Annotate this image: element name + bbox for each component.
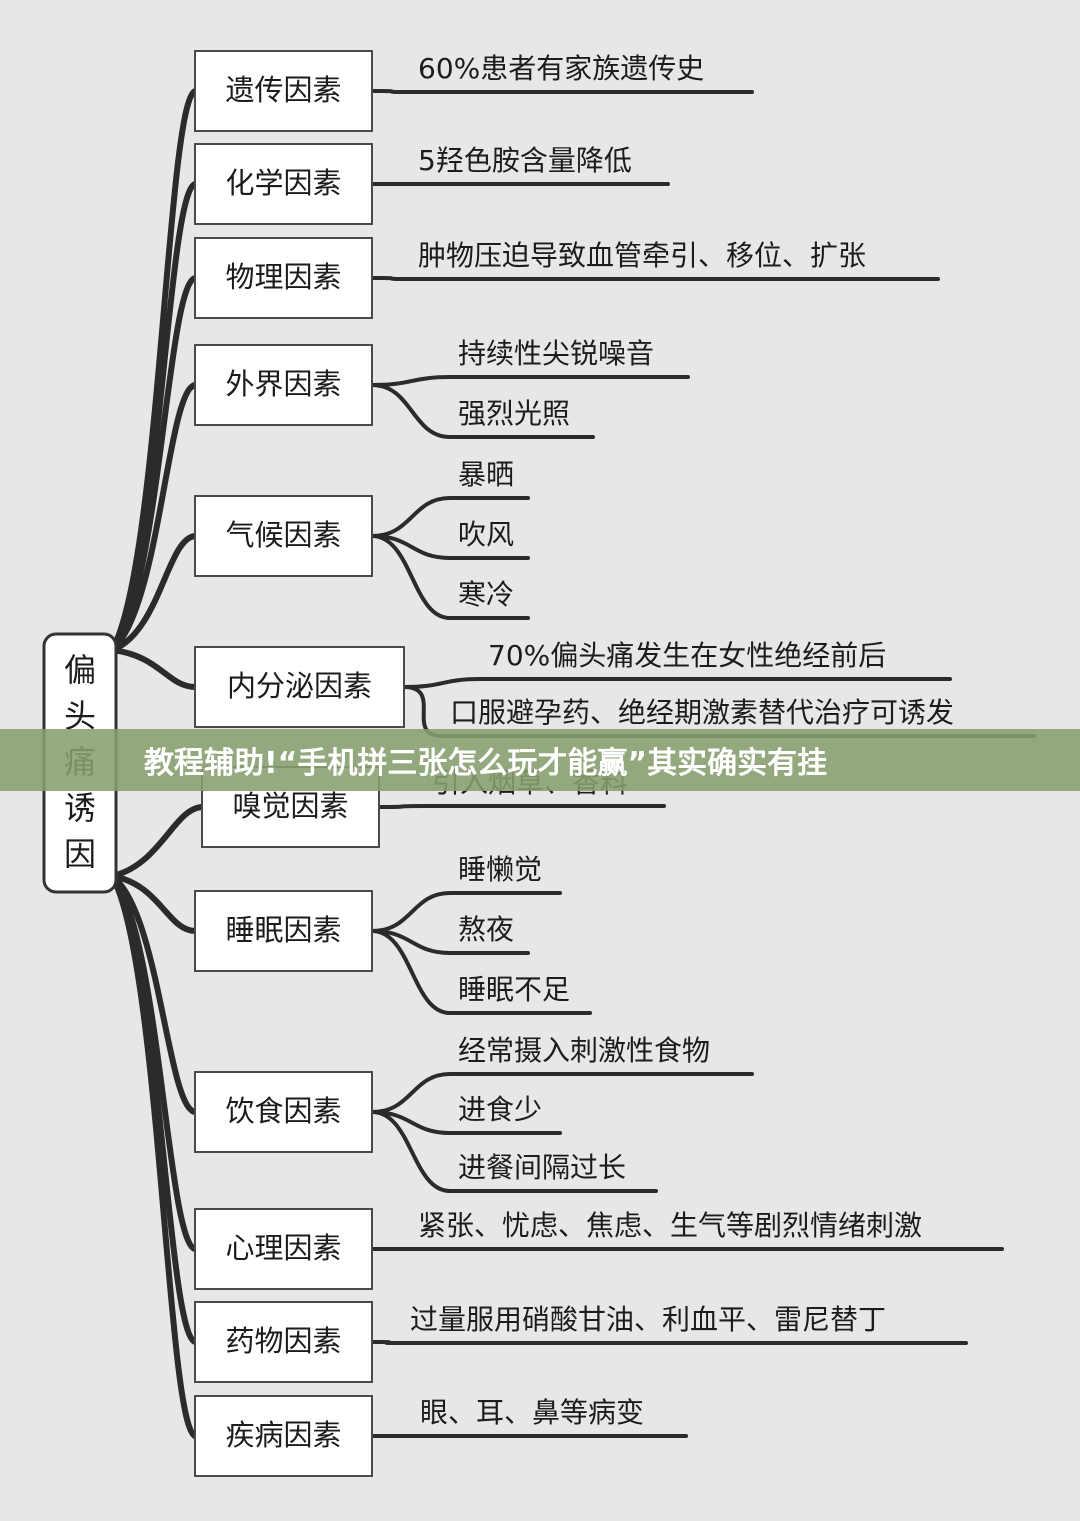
root-connector: [109, 873, 198, 934]
category-box: [194, 1395, 373, 1477]
detail-branch: [370, 276, 412, 281]
root-connector: [109, 88, 198, 653]
category-box: [194, 344, 373, 426]
detail-branch: [377, 804, 426, 809]
root-label-char: 因: [64, 835, 96, 873]
category-box: [194, 646, 405, 728]
root-connector: [109, 382, 198, 653]
category-box: [194, 890, 373, 972]
root-connector: [109, 873, 198, 1115]
detail-label: 5羟色胺含量降低: [418, 144, 632, 177]
detail-label: 经常摄入刺激性食物: [458, 1034, 710, 1067]
detail-label: 眼、耳、鼻等病变: [420, 1396, 644, 1429]
category-box: [194, 50, 373, 132]
detail-label: 熬夜: [458, 913, 514, 946]
detail-labels: 60%患者有家族遗传史 5羟色胺含量降低肿物压迫导致血管牵引、移位、扩张持续性尖锐…: [410, 52, 954, 1429]
detail-branch: [370, 929, 452, 1015]
category-label: 心理因素: [225, 1231, 341, 1265]
root-label-char: 偏: [64, 651, 96, 689]
detail-branch: [370, 383, 452, 439]
category-label: 化学因素: [225, 166, 341, 200]
category-label: 气候因素: [225, 518, 341, 552]
category-box: [194, 1208, 373, 1290]
category-box: [194, 495, 373, 577]
detail-branch: [370, 89, 412, 94]
category-label: 药物因素: [225, 1324, 341, 1358]
detail-label: 过量服用硝酸甘油、利血平、雷尼替丁: [410, 1303, 886, 1336]
category-label: 睡眠因素: [225, 913, 341, 947]
detail-branch: [370, 891, 452, 933]
root-connector: [109, 647, 198, 690]
detail-label: 睡懒觉: [458, 853, 542, 886]
detail-label: 60%患者有家族遗传史: [418, 52, 704, 85]
detail-branch: [370, 534, 452, 620]
banner-text: 教程辅助!“手机拼三张怎么玩才能赢”其实确实有挂: [144, 746, 828, 781]
category-label: 内分泌因素: [227, 669, 372, 703]
root-label-char: 头: [64, 697, 96, 735]
detail-branches: [370, 89, 1036, 1438]
category-label: 遗传因素: [225, 73, 341, 107]
detail-branch: [370, 1072, 452, 1114]
root-connector: [109, 873, 198, 1439]
detail-label: 吹风: [458, 518, 514, 551]
detail-branch: [370, 375, 452, 387]
detail-label: 进食少: [458, 1093, 542, 1126]
category-box: [194, 143, 373, 225]
detail-label: 睡眠不足: [458, 973, 570, 1006]
detail-branch: [370, 1340, 404, 1345]
detail-label: 寒冷: [458, 578, 514, 611]
root-node: 偏头痛诱因: [42, 632, 118, 894]
detail-label: 肿物压迫导致血管牵引、移位、扩张: [418, 239, 866, 272]
detail-branch: [402, 677, 482, 689]
detail-label: 紧张、忧虑、焦虑、生气等剧烈情绪刺激: [418, 1209, 922, 1242]
category-boxes: 遗传因素化学因素物理因素外界因素气候因素内分泌因素嗅觉因素睡眠因素饮食因素心理因…: [194, 50, 405, 1477]
category-label: 饮食因素: [225, 1094, 341, 1128]
category-label: 疾病因素: [225, 1418, 341, 1452]
detail-label: 进餐间隔过长: [458, 1151, 626, 1184]
root-connector: [109, 804, 205, 879]
detail-label: 强烈光照: [458, 397, 570, 430]
detail-branch: [370, 496, 452, 538]
category-box: [194, 1071, 373, 1153]
category-label: 物理因素: [225, 260, 341, 294]
detail-label: 口服避孕药、绝经期激素替代治疗可诱发: [450, 696, 954, 729]
category-label: 外界因素: [225, 367, 341, 401]
root-label-char: 诱: [64, 789, 96, 827]
root-connector: [109, 275, 198, 653]
overlay-banner: 教程辅助!“手机拼三张怎么玩才能赢”其实确实有挂: [0, 729, 1080, 791]
root-connector: [109, 533, 198, 653]
detail-label: 70%偏头痛发生在女性绝经前后: [488, 639, 886, 672]
root-connectors: [109, 88, 205, 1439]
detail-branch: [370, 1110, 452, 1193]
detail-label: 持续性尖锐噪音: [458, 337, 654, 370]
detail-label: 暴晒: [458, 458, 514, 491]
category-box: [194, 237, 373, 319]
category-box: [194, 1301, 373, 1383]
category-label: 嗅觉因素: [232, 789, 348, 823]
